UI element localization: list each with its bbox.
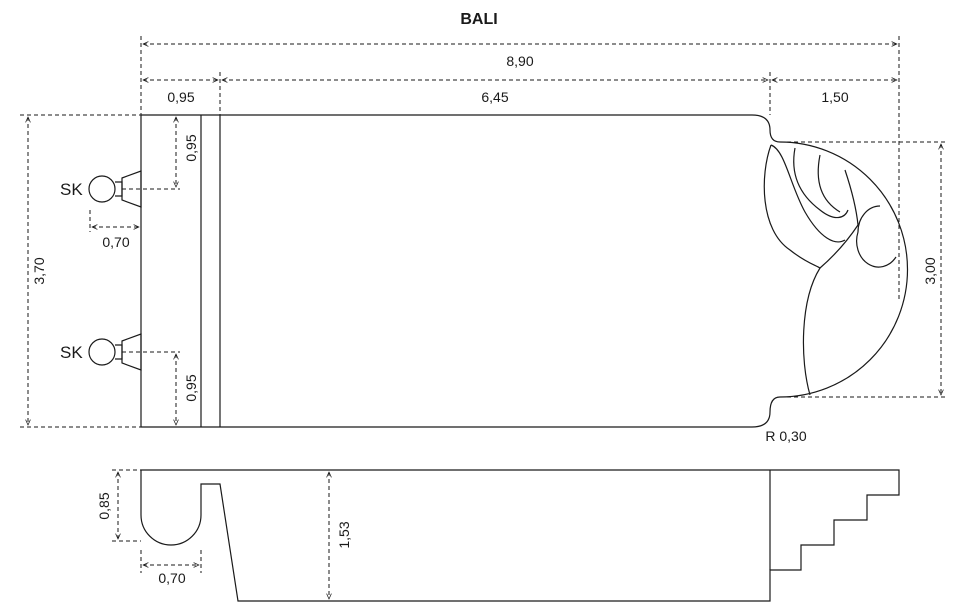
section-view: 0,85 0,70 1,53 bbox=[96, 469, 900, 602]
skimmer-bottom: SK bbox=[60, 333, 142, 371]
dim-stair-width: 3,00 bbox=[922, 257, 938, 284]
drawing-title: BALI bbox=[460, 11, 497, 28]
dim-bottom-offset: 0,95 bbox=[183, 374, 199, 401]
dim-pool-depth: 1,53 bbox=[336, 521, 352, 548]
corner-stairs bbox=[763, 144, 897, 396]
dim-corner-radius: R 0,30 bbox=[765, 428, 806, 444]
dim-bench-depth: 0,85 bbox=[96, 492, 112, 519]
dim-bench-width: 0,70 bbox=[158, 570, 185, 586]
plan-view: SK SK 8,90 0,95 6,45 bbox=[20, 36, 948, 444]
dim-left-section: 0,95 bbox=[167, 89, 194, 105]
dim-skimmer-offset: 0,70 bbox=[102, 234, 129, 250]
dim-top-offset: 0,95 bbox=[183, 134, 199, 161]
skimmer-label: SK bbox=[60, 180, 83, 199]
dim-right-section: 1,50 bbox=[821, 89, 848, 105]
dim-total-width: 3,70 bbox=[31, 257, 47, 284]
skimmer-top: SK bbox=[60, 170, 142, 208]
skimmer-label: SK bbox=[60, 343, 83, 362]
dim-main-section: 6,45 bbox=[481, 89, 508, 105]
section-outline bbox=[140, 469, 900, 602]
dim-total-length: 8,90 bbox=[506, 53, 533, 69]
pool-outline bbox=[140, 114, 909, 428]
